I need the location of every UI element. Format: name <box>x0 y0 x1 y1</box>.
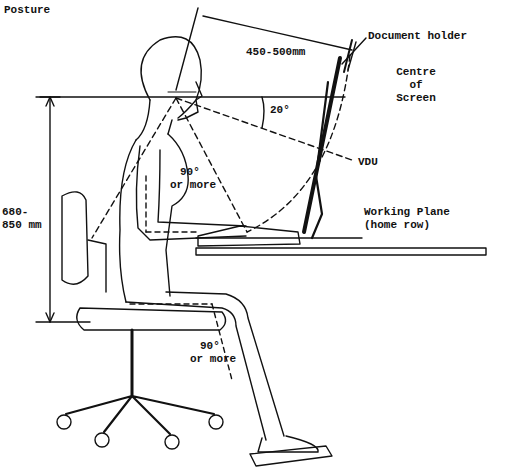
part-label: Document holder <box>368 30 467 43</box>
angle-label: 90° or more <box>170 166 218 192</box>
hair <box>136 100 150 140</box>
keyboard <box>198 226 300 246</box>
viewing-arc <box>247 55 350 232</box>
elbow-angle-line <box>145 176 146 232</box>
dimension-arrowhead <box>46 97 54 106</box>
neck <box>168 120 172 134</box>
chair-castor <box>57 415 71 429</box>
eye-level-line <box>36 96 345 97</box>
chair-base <box>66 396 214 434</box>
chair-backrest <box>62 192 88 284</box>
angle-label: 20° <box>270 104 290 117</box>
part-label: Centre of Screen <box>392 66 440 105</box>
chair-castor <box>209 415 223 429</box>
forearm <box>158 150 246 226</box>
sight-line <box>92 98 176 238</box>
part-label: Working Plane (home row) <box>364 206 456 232</box>
vdu-screen <box>312 82 328 238</box>
dimension-arrowhead <box>46 313 54 322</box>
elbow-angle-line <box>146 231 196 232</box>
upper-arm <box>136 146 246 240</box>
footrest <box>250 446 332 466</box>
face-profile <box>178 82 202 120</box>
dimension-label: 450-500mm <box>246 46 305 59</box>
thigh-underside <box>126 302 266 440</box>
distance-dimension-line <box>203 16 352 50</box>
angle-label: 90° or more <box>190 340 238 366</box>
diagram-title: Posture <box>4 4 50 17</box>
chair-seat <box>77 308 226 330</box>
chair-column <box>131 330 134 396</box>
part-label: VDU <box>358 156 378 169</box>
chair-back-support <box>88 240 106 292</box>
angle-arc <box>262 97 264 128</box>
height-dimension-line <box>49 97 50 322</box>
knee-angle-line <box>130 303 212 304</box>
chair-castor <box>165 435 179 449</box>
dimension-tick <box>36 321 90 322</box>
leader-line <box>342 38 366 64</box>
dimension-extension <box>176 8 198 90</box>
thigh-top <box>166 292 284 436</box>
chair-castor <box>95 433 109 447</box>
document-holder-top <box>344 40 352 72</box>
front-outline <box>166 134 188 296</box>
desk-top <box>196 248 486 255</box>
glasses <box>168 92 196 93</box>
back-outline <box>120 140 136 302</box>
document-holder <box>304 58 340 232</box>
dimension-label: 680- 850 mm <box>2 206 46 232</box>
